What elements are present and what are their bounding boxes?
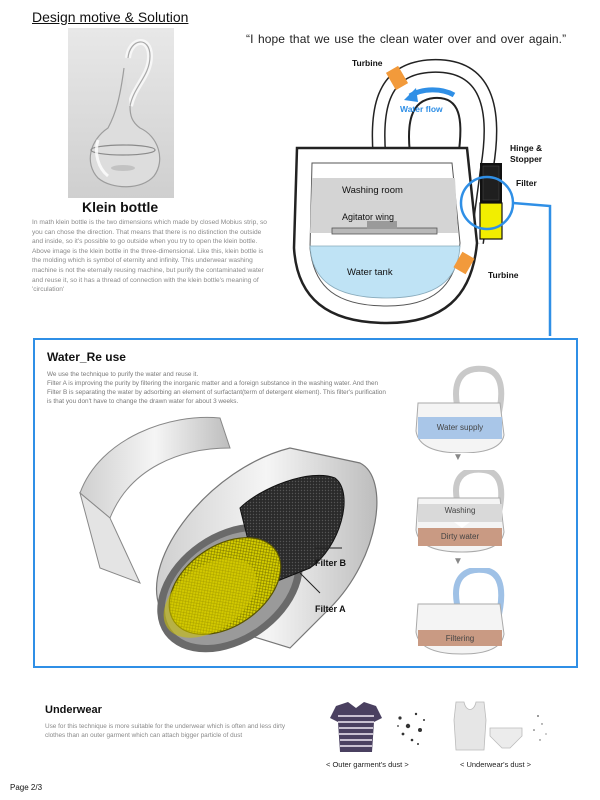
stage-filtering: Filtering bbox=[412, 566, 522, 656]
stage-label-supply: Water supply bbox=[436, 423, 484, 432]
klein-title: Klein bottle bbox=[82, 199, 159, 215]
panel-title: Water_Re use bbox=[47, 350, 126, 364]
stopper-label: Stopper bbox=[510, 154, 543, 164]
underwear-icon bbox=[453, 701, 523, 751]
dust-comparison-images bbox=[330, 701, 547, 752]
quote-text: “I hope that we use the clean water over… bbox=[246, 32, 567, 46]
hinge-label: Hinge & bbox=[510, 143, 543, 153]
turbine-top-label: Turbine bbox=[352, 58, 383, 68]
water-flow-label: Water flow bbox=[400, 104, 443, 114]
page-heading: Design motive & Solution bbox=[32, 9, 189, 25]
water-tank-label: Water tank bbox=[347, 267, 393, 278]
filter-cutaway-illustration bbox=[79, 416, 378, 653]
caption-underwear: < Underwear's dust > bbox=[460, 760, 532, 769]
arrow-down-icon: ▼ bbox=[453, 452, 463, 463]
klein-description: In math klein bottle is the two dimensio… bbox=[32, 219, 267, 294]
small-dust-icon bbox=[533, 715, 547, 741]
agitator-label: Agitator wing bbox=[342, 212, 395, 222]
underwear-description: Use for this technique is more suitable … bbox=[45, 723, 286, 739]
filter-label: Filter bbox=[516, 178, 537, 188]
panel-desc-line1: We use the technique to purify the water… bbox=[47, 371, 199, 378]
caption-outer-garment: < Outer garment's dust > bbox=[326, 760, 409, 769]
page-number: Page 2/3 bbox=[10, 783, 43, 792]
klein-bottle-image bbox=[68, 28, 174, 198]
stage-washing: Washing Dirty water bbox=[412, 466, 522, 558]
large-dust-icon bbox=[397, 712, 425, 745]
turbine-bottom-label: Turbine bbox=[488, 270, 519, 280]
panel-desc-line2: Filter A is improving the purity by filt… bbox=[47, 380, 386, 405]
arrow-down-icon: ▼ bbox=[453, 556, 463, 567]
machine-diagram: Turbine Water flow Hinge & Stopper Filte… bbox=[272, 48, 572, 338]
stage-label-dirty: Dirty water bbox=[440, 532, 480, 541]
polo-shirt-icon bbox=[330, 702, 382, 752]
stage-label-washing: Washing bbox=[444, 506, 476, 515]
underwear-title: Underwear bbox=[45, 704, 102, 716]
stage-label-filtering: Filtering bbox=[445, 634, 475, 643]
filter-a-label: Filter A bbox=[315, 604, 346, 614]
panel-description: We use the technique to purify the water… bbox=[47, 370, 387, 406]
stage-water-supply: Water supply bbox=[412, 365, 522, 454]
filter-b-label: Filter B bbox=[315, 558, 347, 568]
washing-room-label: Washing room bbox=[342, 185, 403, 196]
